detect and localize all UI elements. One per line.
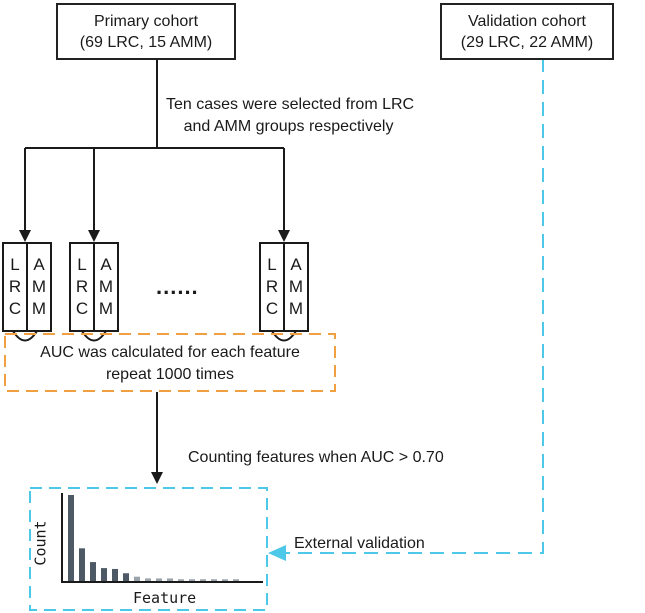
group-box-1: L R C A M M [2,242,52,332]
histogram-bar [134,576,140,581]
external-validation-label: External validation [294,535,425,552]
counting-note: Counting features when AUC > 0.70 [188,449,444,466]
histogram-bar [123,573,129,581]
group-1-lrc-c: C [8,299,22,318]
histogram-bar [167,578,173,581]
group-3-lrc-r: R [265,277,279,296]
histogram-bar [101,568,107,581]
validation-dashed-path [268,58,544,561]
group-3-amm-m2: M [288,299,304,318]
primary-cohort-title: Primary cohort [93,12,199,30]
group-3-lrc-c: C [265,299,279,318]
histogram-bar [211,579,217,581]
group-2-amm-m2: M [98,299,114,318]
histogram-bar [68,495,74,581]
group-2-lrc: L R C [71,244,95,330]
histogram-bar [222,579,228,581]
group-2-lrc-l: L [77,255,87,274]
group-3-amm: A M M [285,244,307,330]
curve-group-1 [12,330,38,342]
selection-note-line2: and AMM groups respectively [183,118,394,135]
auc-box-text: AUC was calculated for each feature repe… [8,342,332,386]
histogram-bars [68,495,239,581]
group-1-lrc: L R C [4,244,28,330]
group-1-amm-m2: M [31,299,47,318]
histogram-bar [90,562,96,581]
primary-cohort-counts: (69 LRC, 15 AMM) [79,33,213,51]
histogram-dashed-box [29,487,268,611]
histogram-xlabel: Feature [133,589,197,607]
ellipsis: ...... [156,274,199,299]
selection-note-line1: Ten cases were selected from LRC [166,96,415,113]
group-1-lrc-r: R [8,277,22,296]
group-2-lrc-r: R [75,277,89,296]
histogram-bar [178,579,184,581]
auc-box-line2: repeat 1000 times [105,366,235,383]
group-1-amm-m1: M [31,277,47,296]
group-3-lrc-l: L [267,255,277,274]
histogram-ylabel: Count [31,520,50,566]
validation-cohort-title: Validation cohort [468,12,586,30]
validation-cohort-box: Validation cohort (29 LRC, 22 AMM) [440,3,614,60]
group-2-amm-m1: M [98,277,114,296]
curve-group-3 [271,330,297,342]
group-3-lrc: L R C [261,244,285,330]
group-box-2: L R C A M M [69,242,119,332]
auc-box-line1: AUC was calculated for each feature [40,344,300,361]
histogram-bar [79,548,85,581]
histogram-bar [145,578,151,581]
group-2-amm: A M M [95,244,117,330]
histogram-bar [189,579,195,581]
auc-dashed-box [4,333,336,392]
histogram-bar [200,579,206,581]
histogram-bar [156,578,162,581]
group-3-amm-a: A [290,255,302,274]
group-3-amm-m1: M [288,277,304,296]
group-1-amm-a: A [33,255,45,274]
primary-cohort-box: Primary cohort (69 LRC, 15 AMM) [56,3,236,60]
histogram-bar [112,568,118,581]
group-box-3: L R C A M M [259,242,309,332]
group-2-lrc-c: C [75,299,89,318]
histogram-bar [233,579,239,581]
group-1-lrc-l: L [10,255,20,274]
group-2-amm-a: A [100,255,112,274]
curve-group-2 [81,330,107,342]
group-1-amm: A M M [28,244,50,330]
selection-note: Ten cases were selected from LRC and AMM… [166,94,415,138]
validation-cohort-counts: (29 LRC, 22 AMM) [460,33,594,51]
